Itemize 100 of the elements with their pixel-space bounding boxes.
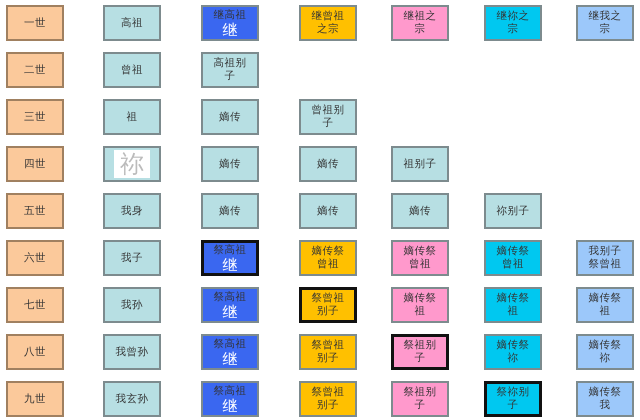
overlay-character: 继 [222,22,238,38]
kinship-label: 祭高祖 [213,384,247,398]
kinship-box [201,381,259,417]
generation-box [6,52,64,88]
kinship-box [391,5,449,41]
overlay-character: 继 [222,350,238,366]
kinship-box [484,334,542,370]
generation-box [6,287,64,323]
kinship-box [391,146,449,182]
generation-label: 八世 [23,346,47,358]
kinship-label: 我曾孙 [115,346,149,358]
generation-box [6,240,64,276]
kinship-label: 祭高祖 [213,290,247,304]
kinship-label: 高祖 [120,16,144,30]
kinship-label: 嫡传 [316,204,340,218]
generation-label: 九世 [23,392,47,406]
kinship-box [576,381,634,417]
kinship-label: 嫡传祭祢 [496,339,530,365]
kinship-box [484,240,542,276]
kinship-label: 祭祖别子 [403,339,437,365]
kinship-box [299,240,357,276]
kinship-box [103,99,161,135]
kinship-label: 嫡传祭祖 [588,292,622,318]
generation-label: 二世 [23,64,47,76]
kinship-box [484,193,542,229]
kinship-label: 我孙 [120,298,144,312]
kinship-box [299,287,357,323]
kinship-label: 嫡传祭我 [588,386,622,412]
kinship-box [103,52,161,88]
generation-box [6,146,64,182]
kinship-label: 祭祢别子 [496,386,530,412]
kinship-box [201,334,259,370]
kinship-box [201,193,259,229]
kinship-label: 祭高祖 [213,244,247,256]
kinship-box [201,146,259,182]
kinship-label: 嫡传祭曾祖 [311,245,345,271]
kinship-box [391,240,449,276]
generation-label: 四世 [23,158,47,170]
kinship-box [201,52,259,88]
kinship-box [391,287,449,323]
kinship-label: 继祢之宗 [496,10,530,36]
kinship-label: 曾祖 [120,64,144,76]
kinship-label: 嫡传 [408,204,432,218]
kinship-box [103,5,161,41]
kinship-box [299,334,357,370]
generation-box [6,381,64,417]
kinship-label: 继祖之宗 [403,10,437,36]
kinship-box [299,381,357,417]
kinship-label: 祢别子 [496,204,530,218]
overlay-character: 继 [222,398,238,414]
kinship-label: 嫡传祭曾祖 [496,245,530,271]
generation-box [6,193,64,229]
kinship-label: 嫡传祭曾祖 [403,245,437,271]
kinship-box [201,240,259,276]
kinship-label: 祭曾祖别子 [311,339,345,365]
kinship-label: 祖 [126,110,138,124]
overlay-character: 继 [222,304,238,320]
kinship-label: 嫡传 [218,204,242,218]
kinship-box [103,240,161,276]
kinship-label: 嫡传 [218,158,242,170]
kinship-label: 嫡传祭祖 [403,292,437,318]
generation-label: 七世 [23,298,47,312]
generation-label: 五世 [23,204,47,218]
overlay-character: 继 [222,256,238,272]
kinship-label: 我身 [120,204,144,218]
kinship-box [201,99,259,135]
kinship-box [201,287,259,323]
kinship-label: 我子 [120,252,144,264]
kinship-box [103,287,161,323]
kinship-box [484,5,542,41]
kinship-label: 继高祖 [213,8,247,22]
kinship-box [299,146,357,182]
kinship-box [391,381,449,417]
kinship-label: 嫡传 [316,158,340,170]
kinship-label: 曾祖别子 [311,104,345,130]
kinship-box [201,5,259,41]
generation-label: 六世 [23,252,47,264]
generation-box [6,99,64,135]
kinship-box [576,5,634,41]
kinship-box [103,146,161,182]
kinship-label: 嫡传祭祢 [588,339,622,365]
kinship-box [576,287,634,323]
kinship-label: 嫡传 [218,110,242,124]
kinship-box [299,5,357,41]
kinship-label: 祭祖别子 [403,386,437,412]
kinship-box [576,334,634,370]
kinship-box [391,334,449,370]
kinship-box [576,240,634,276]
kinship-box [299,99,357,135]
generation-box [6,5,64,41]
kinship-label: 继曾祖之宗 [311,10,345,36]
kinship-box [484,381,542,417]
kinship-label: 祖别子 [403,158,437,170]
kinship-label: 我玄孙 [115,392,149,406]
character-image: 祢 [114,150,150,178]
kinship-label: 继我之宗 [588,10,622,36]
kinship-label: 祭曾祖别子 [311,292,345,318]
kinship-box [103,334,161,370]
generation-box [6,334,64,370]
kinship-label: 嫡传祭祖 [496,292,530,318]
